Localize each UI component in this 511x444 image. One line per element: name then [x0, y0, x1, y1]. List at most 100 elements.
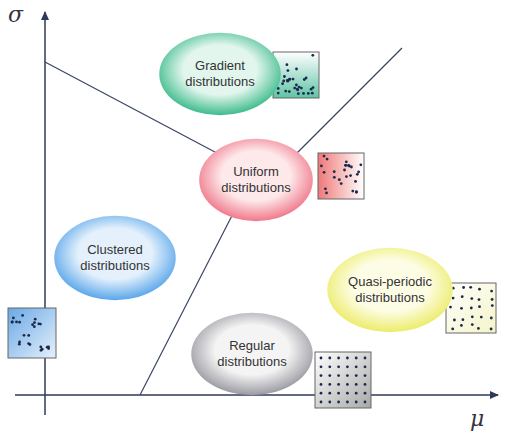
sample-dot — [29, 343, 32, 346]
ellipse-shape — [54, 216, 176, 300]
sample-dot — [311, 54, 314, 57]
sample-dot — [469, 286, 472, 289]
sample-dot — [303, 78, 306, 81]
sample-dot — [449, 306, 452, 309]
sample-dot — [460, 324, 463, 327]
sample-dot — [343, 169, 346, 172]
node-text: Regular distributions — [190, 312, 314, 396]
sample-dot — [480, 316, 483, 319]
axis-label: σ — [8, 2, 23, 27]
sample-dot — [286, 79, 289, 82]
sample-dot — [295, 84, 298, 87]
sample-dot — [355, 190, 358, 193]
sample-dot — [31, 323, 34, 326]
ellipse-shape — [191, 313, 313, 395]
sample-dot — [21, 314, 24, 317]
sample-dot — [41, 348, 44, 351]
sample-dot — [346, 383, 349, 386]
sample-dot — [478, 298, 481, 301]
region-node: Clustered distributions — [53, 215, 177, 301]
node-text: Gradient distributions — [158, 32, 282, 116]
sample-dot — [346, 357, 349, 360]
sample-dot — [324, 187, 327, 190]
sample-dot — [337, 357, 340, 360]
region-node: Quasi-periodic distributions — [326, 247, 454, 333]
sample-dot — [12, 317, 15, 320]
axes — [15, 12, 498, 415]
sample-dot — [297, 92, 300, 95]
region-node: Regular distributions — [190, 312, 314, 396]
sample-dot — [345, 175, 348, 178]
sample-dot — [292, 78, 295, 81]
sample-dot — [337, 374, 340, 377]
sample-dot — [328, 392, 331, 395]
sample-dot — [471, 323, 474, 326]
region-node: Gradient distributions — [158, 32, 282, 116]
sample-dot — [11, 321, 14, 324]
sample-dot — [333, 176, 336, 179]
sample-dot — [351, 190, 354, 193]
ellipse-shape — [327, 248, 452, 332]
sample-dot — [333, 170, 336, 173]
sample-dot — [283, 75, 286, 78]
sample-dot — [462, 318, 465, 321]
sample-dot — [354, 180, 357, 183]
sample-dot — [355, 374, 358, 377]
sample-dot — [357, 171, 360, 174]
sample-dot — [346, 401, 349, 404]
sample-dot — [27, 334, 30, 337]
sample-dot — [328, 365, 331, 368]
sample-dot — [312, 86, 315, 89]
sample-dot — [298, 86, 301, 89]
sample-dot — [320, 365, 323, 368]
ellipse-shape — [199, 139, 313, 221]
sample-dot — [350, 166, 353, 169]
sample-dot — [355, 401, 358, 404]
sample-dot — [478, 288, 481, 291]
region-label: Clustered distributions — [74, 242, 156, 274]
sample-dot — [11, 321, 14, 324]
region-node: Uniform distributions — [198, 138, 314, 222]
sample-dot — [323, 155, 326, 158]
sample-dot — [491, 298, 494, 301]
sample-dot — [34, 318, 37, 321]
region-label: Quasi-periodic distributions — [348, 274, 432, 306]
sample-dot — [328, 374, 331, 377]
sample-dot — [286, 80, 289, 83]
sample-dot — [452, 297, 455, 300]
sample-dot — [364, 392, 367, 395]
sample-dot — [356, 173, 359, 176]
sample-dot — [23, 334, 26, 337]
sample-dot — [355, 365, 358, 368]
sample-dot — [471, 315, 474, 318]
region-label: Regular distributions — [211, 338, 293, 370]
sample-dot — [328, 357, 331, 360]
sample-dot — [490, 317, 493, 320]
sample-dot — [15, 321, 18, 324]
sample-dot — [355, 392, 358, 395]
sample-dot — [320, 383, 323, 386]
sample-dot — [345, 160, 348, 163]
sample-dot — [491, 304, 494, 307]
sample-dot — [344, 164, 347, 167]
sample-dot — [328, 401, 331, 404]
sample-dot — [470, 307, 473, 310]
sample-dot — [311, 92, 314, 95]
sample-dot — [288, 78, 291, 81]
sample-dot — [364, 401, 367, 404]
sample-dot — [277, 92, 280, 95]
sample-dot — [320, 392, 323, 395]
sample-dot — [364, 374, 367, 377]
sample-dot — [18, 341, 21, 344]
sample-dot — [344, 164, 347, 167]
sample-dot — [490, 328, 493, 331]
sample-dot — [307, 92, 310, 95]
sample-dot — [461, 295, 464, 298]
sample-dot — [451, 328, 454, 331]
sample-dot — [286, 63, 289, 66]
quasi-periodic-sample — [446, 283, 496, 333]
uniform-sample — [318, 153, 364, 199]
ellipse-shape — [159, 33, 281, 115]
sample-dot — [284, 90, 287, 93]
